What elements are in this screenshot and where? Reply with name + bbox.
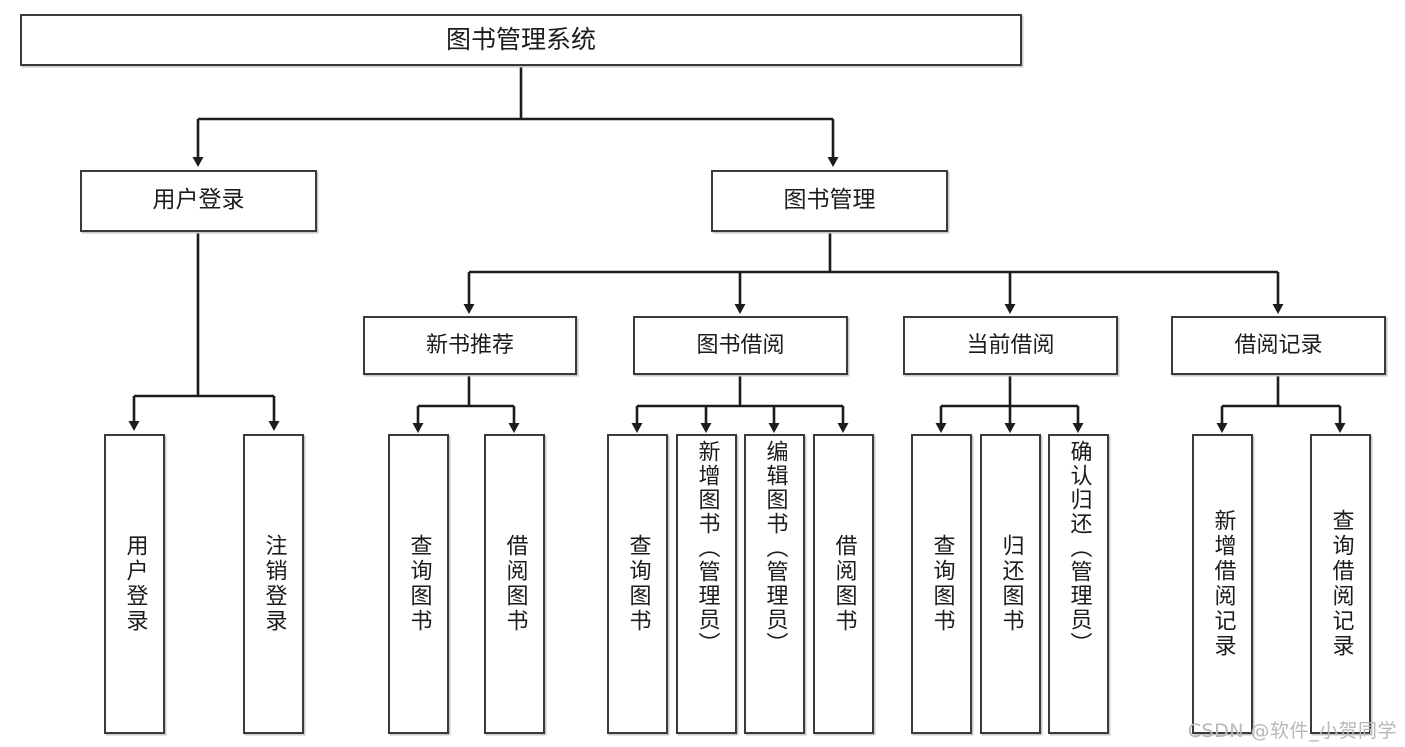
leaf-borrow-book-recommend-label: 借阅图书 [502, 534, 528, 634]
leaf-edit-book-admin-label: 编辑图书（管理员） [762, 440, 788, 656]
leaf-edit-book-admin[interactable]: 编辑图书（管理员） [744, 434, 805, 734]
leaf-logout-label: 注销登录 [261, 534, 287, 634]
leaf-confirm-return-admin[interactable]: 确认归还（管理员） [1048, 434, 1109, 734]
node-current-borrow-label: 当前借阅 [966, 332, 1055, 358]
leaf-confirm-return-admin-label: 确认归还（管理员） [1066, 440, 1092, 656]
node-borrow-record[interactable]: 借阅记录 [1171, 316, 1386, 375]
leaf-logout[interactable]: 注销登录 [243, 434, 304, 734]
leaf-query-book-current-label: 查询图书 [929, 534, 955, 634]
node-current-borrow[interactable]: 当前借阅 [903, 316, 1118, 375]
node-book-borrow-label: 图书借阅 [696, 332, 785, 358]
node-user-login[interactable]: 用户登录 [80, 170, 317, 232]
leaf-query-book-borrow[interactable]: 查询图书 [607, 434, 668, 734]
node-root[interactable]: 图书管理系统 [20, 14, 1022, 66]
node-book-management[interactable]: 图书管理 [711, 170, 948, 232]
leaf-add-borrow-record-label: 新增借阅记录 [1210, 509, 1236, 659]
leaf-query-borrow-record[interactable]: 查询借阅记录 [1310, 434, 1371, 734]
leaf-add-book-admin-label: 新增图书（管理员） [694, 440, 720, 656]
leaf-add-book-admin[interactable]: 新增图书（管理员） [676, 434, 737, 734]
leaf-user-login[interactable]: 用户登录 [104, 434, 165, 734]
node-book-borrow[interactable]: 图书借阅 [633, 316, 848, 375]
leaf-return-book-label: 归还图书 [998, 534, 1024, 634]
node-new-book-recommend[interactable]: 新书推荐 [363, 316, 577, 375]
node-root-label: 图书管理系统 [445, 25, 596, 55]
leaf-user-login-label: 用户登录 [122, 534, 148, 634]
leaf-query-book-borrow-label: 查询图书 [625, 534, 651, 634]
leaf-return-book[interactable]: 归还图书 [980, 434, 1041, 734]
leaf-borrow-book-label: 借阅图书 [831, 534, 857, 634]
leaf-query-book-recommend[interactable]: 查询图书 [388, 434, 449, 734]
leaf-borrow-book-recommend[interactable]: 借阅图书 [484, 434, 545, 734]
node-new-book-recommend-label: 新书推荐 [425, 332, 514, 358]
csdn-watermark: CSDN @软件_小贺同学 [1187, 720, 1397, 742]
leaf-query-book-recommend-label: 查询图书 [406, 534, 432, 634]
node-borrow-record-label: 借阅记录 [1234, 332, 1323, 358]
node-user-login-label: 用户登录 [152, 187, 245, 214]
leaf-query-book-current[interactable]: 查询图书 [911, 434, 972, 734]
node-book-management-label: 图书管理 [783, 187, 876, 214]
leaf-borrow-book[interactable]: 借阅图书 [813, 434, 874, 734]
leaf-query-borrow-record-label: 查询借阅记录 [1328, 509, 1354, 659]
leaf-add-borrow-record[interactable]: 新增借阅记录 [1192, 434, 1253, 734]
